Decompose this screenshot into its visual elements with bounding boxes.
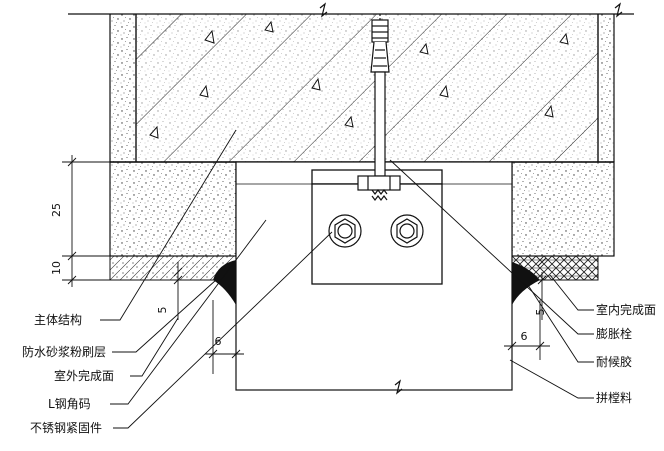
dim-5-left: 5 [156,307,169,314]
label-sealant: 耐候胶 [596,354,632,369]
sealant-left [213,260,236,305]
stainless-fastener-1 [328,214,362,248]
right-plaster-top [598,14,615,162]
label-interior-finish: 室内完成面 [596,302,656,317]
bottom-break-mark [394,379,403,395]
label-splice-material: 拼樘料 [596,391,632,405]
label-expansion-bolt: 膨胀栓 [596,326,632,341]
right-leader-lines [389,159,594,399]
left-leader-lines [100,129,333,429]
top-break-line [68,2,634,18]
dim-5-right: 5 [534,309,547,316]
label-l-angle: L钢角码 [48,397,91,411]
main-structure [135,14,599,162]
stainless-fastener-2 [390,214,424,248]
sealant-right [512,262,540,305]
expansion-bolt [357,14,401,201]
label-exterior-finish: 室外完成面 [54,368,114,383]
label-main-structure: 主体结构 [34,312,82,327]
dim-6-left: 6 [215,335,222,348]
left-dimension-lines [62,155,244,374]
dim-6-right: 6 [521,330,528,343]
label-ss-fastener: 不锈钢紧固件 [30,421,102,435]
right-dimension-lines [504,257,550,360]
concrete-aggregate-marks [149,20,569,139]
left-wall-lower [109,161,237,281]
left-plaster-top [109,14,136,162]
dim-10: 10 [50,261,63,275]
dim-25: 25 [50,203,63,217]
label-waterproof-mortar: 防水砂浆粉刷层 [22,344,106,359]
right-wall-lower [511,161,615,281]
